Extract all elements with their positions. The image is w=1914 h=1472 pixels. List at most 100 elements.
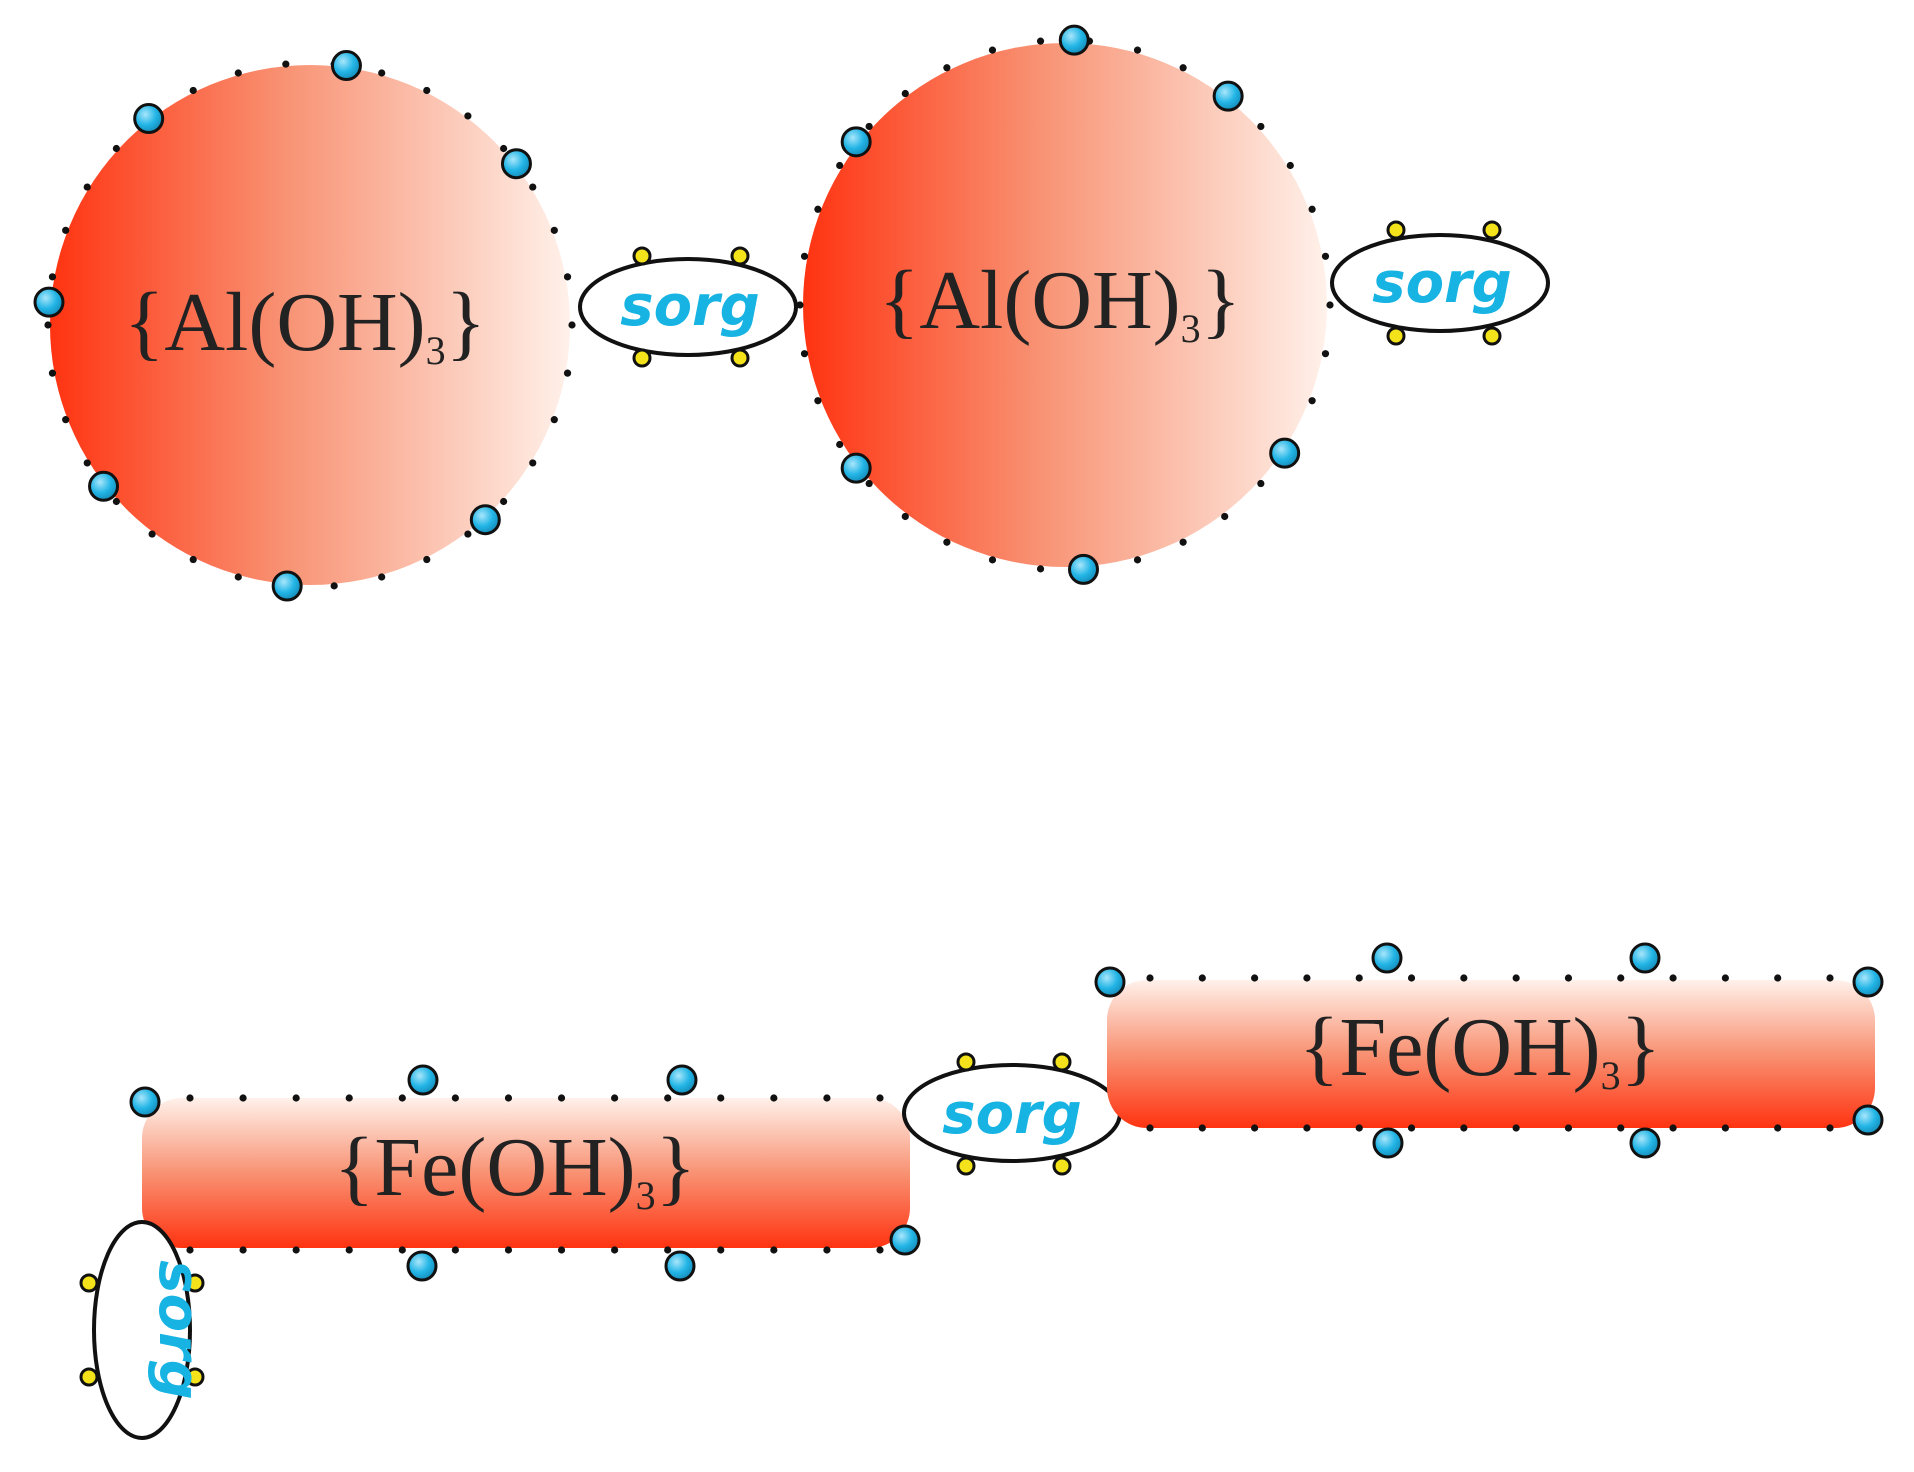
surface-dot: [1774, 974, 1782, 982]
sorg-site-dot: [1052, 1156, 1072, 1176]
surface-dot: [836, 161, 844, 170]
sorg-ellipse: [92, 1220, 192, 1440]
hydroxyl-site: [1372, 1127, 1404, 1159]
surface-dot: [1512, 974, 1520, 982]
surface-dot: [1036, 37, 1045, 45]
surface-dot: [563, 369, 572, 377]
surface-dot: [345, 1246, 353, 1254]
hydroxyl-site: [129, 1086, 161, 1118]
surface-dot: [550, 416, 558, 424]
surface-dot: [717, 1094, 725, 1102]
surface-dot: [796, 301, 804, 309]
surface-dot: [1198, 974, 1206, 982]
surface-dot-row-bottom: [1146, 1124, 1834, 1132]
surface-dot: [500, 144, 508, 153]
surface-dot: [770, 1094, 778, 1102]
sorg-site-dot: [79, 1273, 99, 1293]
hydroxyl-site: [666, 1064, 698, 1096]
surface-dot: [865, 479, 873, 488]
surface-dot: [1303, 1124, 1311, 1132]
surface-dot: [1286, 161, 1294, 170]
surface-dot: [1564, 1124, 1573, 1132]
surface-dot: [1198, 1124, 1206, 1132]
surface-dot: [189, 86, 197, 95]
surface-dot: [1460, 974, 1468, 982]
sorg-site-dot: [730, 348, 750, 368]
surface-dot: [814, 205, 822, 213]
surface-dot: [1721, 974, 1729, 982]
hydroxyl-site-group: [33, 50, 532, 602]
sorg-site-dot: [632, 246, 652, 266]
hydroxyl-site: [271, 570, 303, 602]
surface-dot: [1774, 1124, 1782, 1132]
surface-dot: [239, 1246, 247, 1254]
hydroxyl-site: [33, 286, 65, 318]
hydroxyl-site: [407, 1064, 439, 1096]
hydroxyl-site: [500, 148, 532, 180]
surface-dot: [1133, 46, 1142, 54]
surface-dot: [901, 512, 909, 521]
hydroxyl-site-group: [840, 24, 1301, 585]
sorg-site-dot: [1482, 326, 1502, 346]
hydroxyl-site: [840, 452, 872, 484]
sorg-ellipse: [578, 257, 798, 357]
surface-dot: [1407, 1124, 1416, 1132]
sorg-label: sorg: [1372, 251, 1512, 316]
sorg-site-dot: [1386, 326, 1406, 346]
surface-dot: [62, 226, 70, 234]
hydroxyl-site-group: [129, 1064, 921, 1282]
surface-dot: [451, 1094, 459, 1102]
surface-dot: [557, 1094, 566, 1102]
surface-dot: [292, 1094, 300, 1102]
surface-dot-row-top: [1146, 974, 1834, 982]
surface-dot: [83, 459, 91, 467]
sorg-site-dot: [185, 1367, 205, 1387]
sorg-site-dot: [79, 1367, 99, 1387]
surface-dot: [988, 46, 997, 54]
sorg-site-dot: [956, 1052, 976, 1072]
sorg-label: sorg: [942, 1082, 1082, 1147]
surface-dot: [664, 1246, 672, 1254]
surface-dot: [901, 89, 909, 98]
hydroxyl-site-group: [1094, 942, 1884, 1159]
sorg-molecule-2: sorg: [1330, 220, 1550, 346]
particle-formula-label: {Fe(OH)3}: [1299, 1001, 1661, 1098]
surface-dot: [1221, 512, 1229, 521]
surface-dot: [186, 1094, 194, 1102]
surface-dot: [1326, 301, 1334, 309]
surface-dot: [876, 1094, 884, 1102]
hydroxyl-site: [1629, 942, 1661, 974]
sorg-site-dot: [632, 348, 652, 368]
surface-dot: [48, 369, 57, 377]
surface-dot: [563, 273, 572, 281]
surface-dot: [1179, 538, 1187, 546]
sorg-site-dot: [956, 1156, 976, 1176]
surface-dot: [1321, 350, 1330, 358]
surface-dot: [500, 497, 508, 506]
surface-dot-row-top: [186, 1094, 884, 1102]
surface-dot: [814, 397, 822, 405]
surface-dot: [800, 252, 809, 260]
sorg-molecule-1: sorg: [578, 246, 798, 368]
surface-dot: [451, 1246, 459, 1254]
sorg-label: sorg: [620, 274, 760, 339]
surface-dot: [282, 60, 290, 68]
fe-oh3-particle-2: {Fe(OH)3}: [1094, 942, 1884, 1159]
surface-dot: [876, 1246, 884, 1254]
fe-oh3-particle-body: [1107, 980, 1875, 1128]
surface-dot: [1251, 974, 1259, 982]
surface-dot: [943, 64, 951, 72]
surface-dot: [1036, 565, 1045, 573]
surface-dot: [1308, 397, 1316, 405]
hydroxyl-site: [330, 50, 362, 82]
hydroxyl-site: [1058, 24, 1090, 56]
surface-dot: [330, 582, 338, 590]
surface-dot: [1321, 252, 1330, 260]
surface-dot: [1355, 974, 1363, 982]
surface-dot: [112, 497, 120, 506]
surface-dot: [717, 1246, 725, 1254]
surface-dot: [865, 122, 873, 131]
sorg-site-dot: [730, 246, 750, 266]
surface-dot: [189, 555, 197, 564]
surface-dot: [112, 144, 120, 153]
